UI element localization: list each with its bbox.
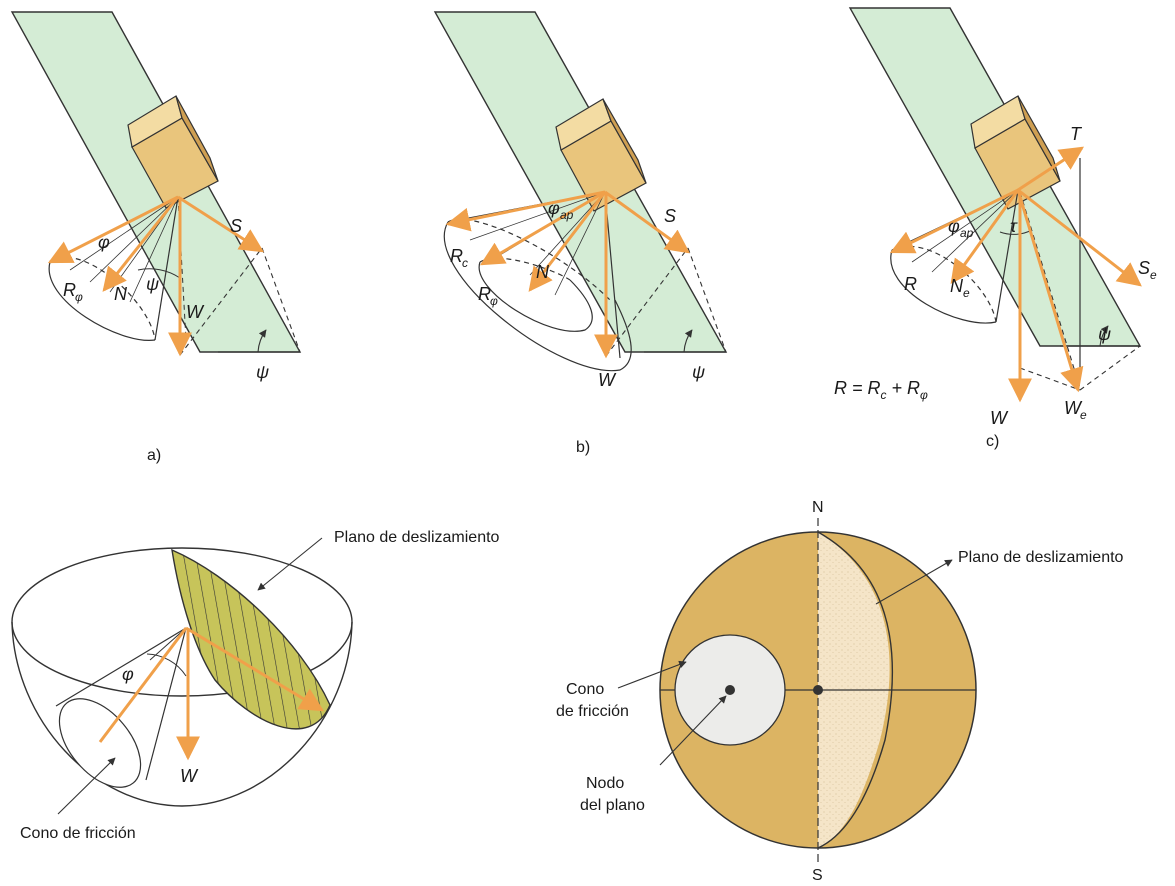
arrow-normal bbox=[98, 627, 188, 743]
label-W: W bbox=[990, 408, 1009, 428]
label-Rphi: R bbox=[478, 284, 491, 304]
label-north: N bbox=[812, 499, 824, 516]
label-W: W bbox=[186, 302, 205, 322]
label-plane: Plano de deslizamiento bbox=[334, 529, 500, 546]
caption-b: b) bbox=[576, 439, 590, 456]
panel-a: S W N R φ φ ψ ψ a) bbox=[10, 11, 302, 464]
svg-text:R = Rc + Rφ: R = Rc + Rφ bbox=[834, 378, 928, 402]
label-Rc-sub: c bbox=[462, 256, 468, 270]
label-We-sub: e bbox=[1080, 408, 1087, 422]
arrow-We bbox=[1016, 189, 1084, 393]
arrow-T bbox=[1017, 146, 1085, 192]
caption-a: a) bbox=[147, 447, 161, 464]
label-Ne-sub: e bbox=[963, 286, 970, 300]
label-Se: S bbox=[1138, 258, 1150, 278]
force-arrows bbox=[889, 146, 1142, 403]
arrow-dip bbox=[185, 626, 325, 712]
label-W: W bbox=[598, 370, 617, 390]
label-phi-ap: φ bbox=[948, 216, 960, 236]
label-S: S bbox=[664, 206, 676, 226]
hemisphere-diagram: Plano de deslizamiento Cono de fricción … bbox=[11, 529, 500, 842]
arrow-S bbox=[177, 195, 265, 253]
panel-c: T W W e S e N e R φ ap τ ψ R = Rc + Rφ c… bbox=[834, 7, 1157, 450]
equation: R = Rc + Rφ bbox=[834, 378, 928, 402]
arrow-Ne bbox=[950, 189, 1020, 284]
label-R: R bbox=[904, 274, 917, 294]
rock-block bbox=[127, 95, 219, 209]
label-R-sub: φ bbox=[75, 290, 83, 304]
label-south: S bbox=[812, 867, 823, 884]
label-psi-angle: ψ bbox=[256, 362, 269, 382]
rock-block bbox=[970, 95, 1061, 210]
label-S: S bbox=[230, 216, 242, 236]
force-arrows bbox=[47, 195, 265, 357]
label-T: T bbox=[1070, 124, 1083, 144]
label-Se-sub: e bbox=[1150, 268, 1157, 282]
panel-b: S W N R c R φ φ ap ψ b) bbox=[433, 11, 728, 456]
plane-great-circle bbox=[817, 531, 894, 849]
arrow-Rphi bbox=[479, 190, 606, 266]
rock-block bbox=[555, 98, 647, 212]
label-W: W bbox=[180, 766, 199, 786]
label-tau: τ bbox=[1010, 216, 1018, 236]
label-psi-angle: ψ bbox=[1098, 324, 1111, 344]
stereonet-diagram: N S Plano de deslizamiento Cono de fricc… bbox=[556, 499, 1124, 884]
label-We: W bbox=[1064, 398, 1083, 418]
arrow-S bbox=[604, 190, 690, 254]
arrow-N bbox=[528, 191, 607, 292]
label-R: R bbox=[63, 280, 76, 300]
arrow-Rc bbox=[445, 190, 606, 232]
label-plane: Plano de deslizamiento bbox=[958, 549, 1124, 566]
arrow-R bbox=[889, 188, 1019, 254]
label-phi-ap-sub: ap bbox=[960, 226, 974, 240]
label-psi: ψ bbox=[146, 274, 159, 294]
arrow-Se bbox=[1017, 188, 1142, 287]
label-N: N bbox=[536, 262, 550, 282]
label-cone-2: de fricción bbox=[556, 703, 629, 720]
label-N: N bbox=[114, 284, 128, 304]
caption-c: c) bbox=[986, 433, 999, 450]
center-point bbox=[813, 685, 823, 695]
arrow-R bbox=[47, 195, 179, 264]
label-cone: Cono de fricción bbox=[20, 825, 136, 842]
force-arrows bbox=[445, 190, 690, 359]
label-phi: φ bbox=[98, 232, 110, 252]
label-Rphi-sub: φ bbox=[490, 294, 498, 308]
label-Rc: R bbox=[450, 246, 463, 266]
label-phi-ap: φ bbox=[548, 198, 560, 218]
label-Ne: N bbox=[950, 276, 964, 296]
label-psi-angle: ψ bbox=[692, 362, 705, 382]
label-phi: φ bbox=[122, 664, 134, 684]
label-node-1: Nodo bbox=[586, 775, 624, 792]
label-cone-1: Cono bbox=[566, 681, 604, 698]
arrow-N bbox=[102, 196, 180, 292]
plane-node bbox=[725, 685, 735, 695]
label-phi-ap-sub: ap bbox=[560, 208, 574, 222]
friction-cone bbox=[55, 627, 187, 781]
label-node-2: del plano bbox=[580, 797, 645, 814]
